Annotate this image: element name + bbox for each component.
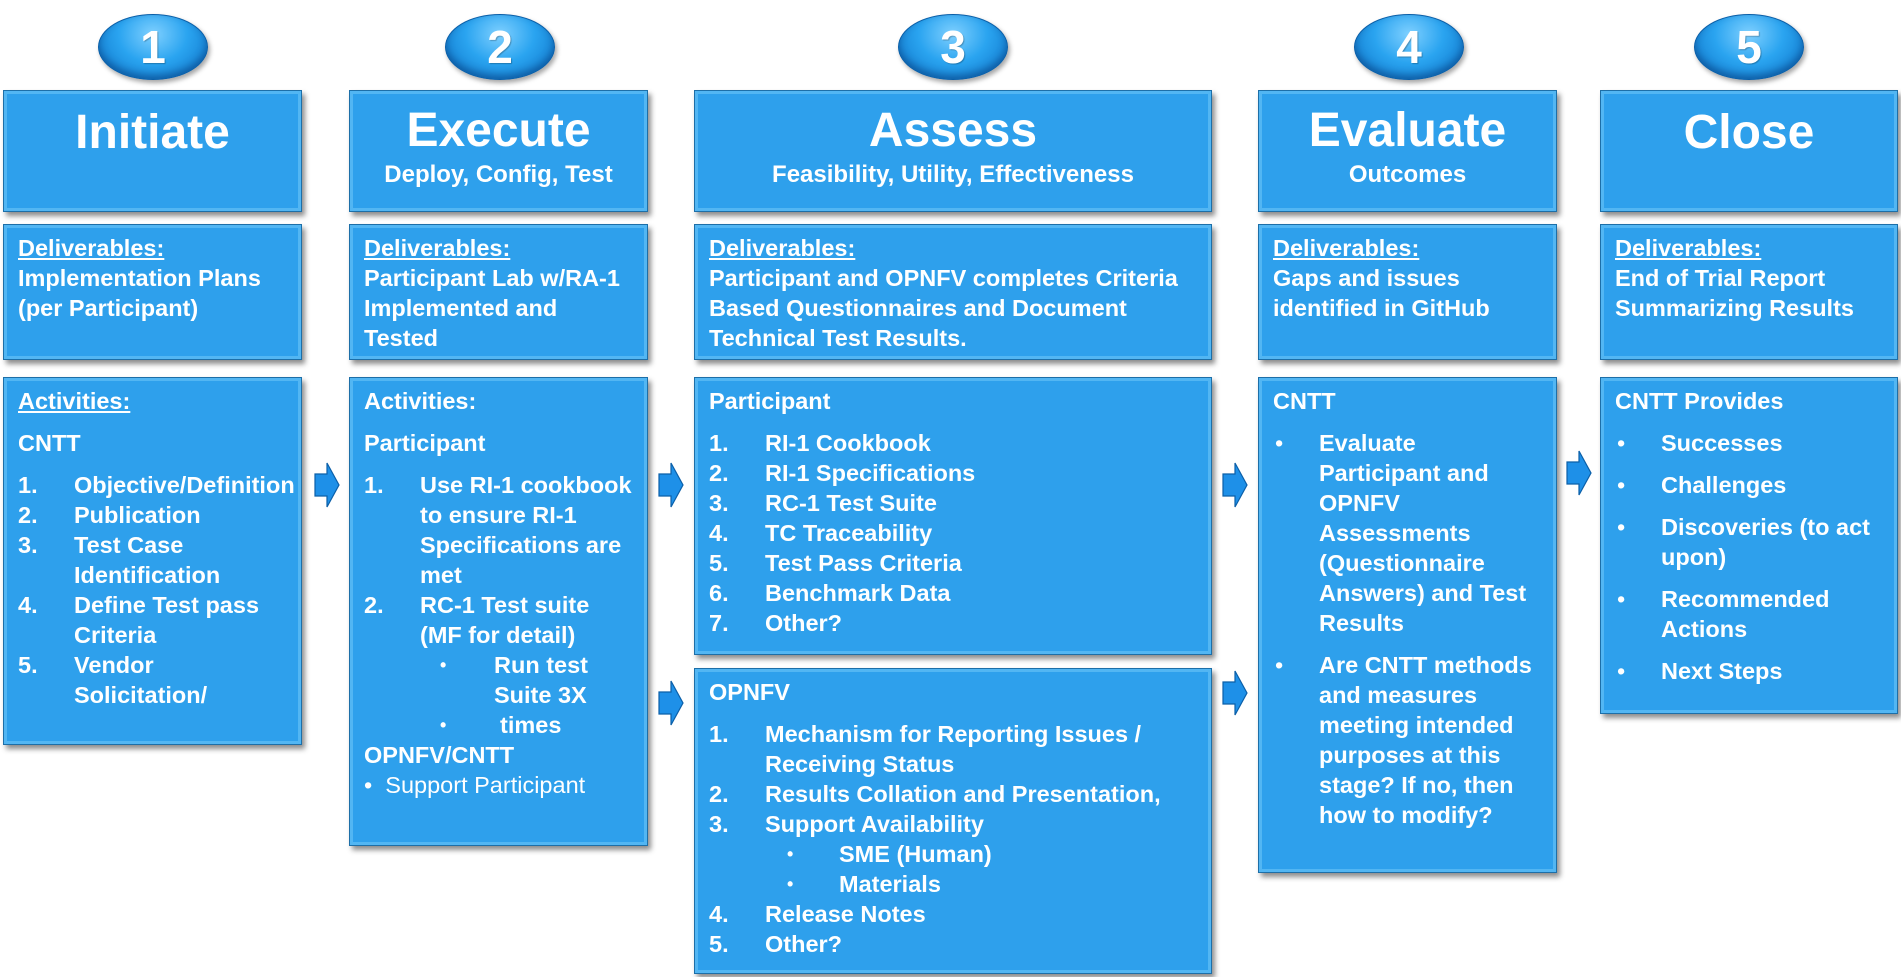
execute-title: Execute	[406, 104, 591, 157]
deliverables-text: End of Trial Report Summarizing Results	[1615, 265, 1854, 321]
list-item: •Recommended Actions	[1617, 586, 1830, 642]
participant-header: Participant	[709, 388, 831, 414]
activities-group-2: OPNFV/CNTT	[364, 742, 515, 768]
deliverables-text: Participant Lab w/RA-1 Implemented and T…	[364, 265, 620, 351]
list-item: • Support Participant	[364, 772, 586, 798]
assess-title: Assess	[868, 104, 1038, 157]
list-item: 2.Publication	[18, 502, 201, 528]
list-item: 5.Other?	[709, 931, 843, 957]
list-item: •Successes	[1617, 430, 1783, 456]
deliverables-label: Deliverables:	[364, 235, 511, 261]
activities-label: Activities:	[364, 388, 477, 414]
activities-group: CNTT	[1273, 388, 1336, 414]
participant-list: 1.RI-1 Cookbook 2.RI-1 Specifications 3.…	[709, 428, 1197, 638]
list-item: •Evaluate Participant and OPNFV Assessme…	[1275, 430, 1527, 636]
initiate-deliverables: Deliverables: Implementation Plans (per …	[3, 224, 302, 360]
list-item: 3.Test Case Identification	[18, 532, 221, 588]
activities-group: CNTT	[18, 430, 81, 456]
list-item: 4.TC Traceability	[709, 520, 933, 546]
arrow-right-icon	[658, 680, 684, 726]
initiate-header: Initiate	[3, 90, 302, 212]
execute-activities: Activities: Participant 1.Use RI-1 cookb…	[349, 377, 648, 846]
step-5-badge: 5	[1694, 14, 1804, 80]
list-item: 1.RI-1 Cookbook	[709, 430, 931, 456]
close-deliverables: Deliverables: End of Trial Report Summar…	[1600, 224, 1898, 360]
arrow-right-icon	[314, 462, 340, 508]
list-item: •Materials	[787, 871, 941, 897]
step-4-badge: 4	[1354, 14, 1464, 80]
initiate-title: Initiate	[75, 106, 230, 159]
arrow-right-icon	[1222, 462, 1248, 508]
list-item: 5.Vendor Solicitation/	[18, 652, 208, 708]
close-bullet-list: •Successes •Challenges •Discoveries (to …	[1615, 428, 1883, 686]
arrow-right-icon	[1566, 450, 1592, 496]
evaluate-deliverables: Deliverables: Gaps and issues identified…	[1258, 224, 1557, 360]
assess-opnfv: OPNFV 1.Mechanism for Reporting Issues /…	[694, 668, 1212, 974]
list-item: 1.Objective/Definition	[18, 472, 295, 498]
deliverables-label: Deliverables:	[1273, 235, 1420, 261]
list-item: 1.Mechanism for Reporting Issues / Recei…	[709, 721, 1142, 777]
list-item: 2.RC-1 Test suite (MF for detail)	[364, 592, 590, 648]
list-item: •Discoveries (to act upon)	[1617, 514, 1870, 570]
close-title: Close	[1683, 106, 1815, 159]
evaluate-header: Evaluate Outcomes	[1258, 90, 1557, 212]
execute-header: Execute Deploy, Config, Test	[349, 90, 648, 212]
close-activities: CNTT Provides •Successes •Challenges •Di…	[1600, 377, 1898, 714]
execute-activity-list: 1.Use RI-1 cookbook to ensure RI-1 Speci…	[364, 470, 633, 650]
initiate-activity-list: 1.Objective/Definition 2.Publication 3.T…	[18, 470, 295, 710]
evaluate-subtitle: Outcomes	[1348, 161, 1467, 188]
assess-participant: Participant 1.RI-1 Cookbook 2.RI-1 Speci…	[694, 377, 1212, 655]
activities-group: Participant	[364, 430, 486, 456]
list-item: •Next Steps	[1617, 658, 1783, 684]
activities-group: CNTT Provides	[1615, 388, 1784, 414]
assess-subtitle: Feasibility, Utility, Effectiveness	[772, 161, 1134, 188]
deliverables-label: Deliverables:	[709, 235, 856, 261]
execute-deliverables: Deliverables: Participant Lab w/RA-1 Imp…	[349, 224, 648, 360]
list-item: 4.Define Test pass Criteria	[18, 592, 260, 648]
initiate-activities: Activities: CNTT 1.Objective/Definition …	[3, 377, 302, 745]
arrow-right-icon	[658, 462, 684, 508]
opnfv-list-cont: 4.Release Notes 5.Other?	[709, 899, 1197, 959]
list-item: 1.Use RI-1 cookbook to ensure RI-1 Speci…	[364, 472, 632, 588]
evaluate-bullet-list: •Evaluate Participant and OPNFV Assessme…	[1273, 428, 1542, 830]
arrow-right-icon	[1222, 670, 1248, 716]
list-item: 7.Other?	[709, 610, 843, 636]
list-item: 3.RC-1 Test Suite	[709, 490, 937, 516]
list-item: 2.Results Collation and Presentation,	[709, 781, 1161, 807]
deliverables-text: Participant and OPNFV completes Criteria…	[709, 265, 1178, 351]
list-item: •Challenges	[1617, 472, 1787, 498]
opnfv-list: 1.Mechanism for Reporting Issues / Recei…	[709, 719, 1197, 839]
list-item: 2.RI-1 Specifications	[709, 460, 976, 486]
list-item: 3.Support Availability	[709, 811, 984, 837]
close-header: Close	[1600, 90, 1898, 212]
list-item: •Run test Suite 3X	[440, 652, 588, 708]
deliverables-text: Implementation Plans (per Participant)	[18, 265, 261, 321]
list-item: •Are CNTT methods and measures meeting i…	[1275, 652, 1532, 828]
assess-deliverables: Deliverables: Participant and OPNFV comp…	[694, 224, 1212, 360]
list-item: 4.Release Notes	[709, 901, 926, 927]
step-3-badge: 3	[898, 14, 1008, 80]
opnfv-sub-list: •SME (Human) •Materials	[709, 839, 1197, 899]
evaluate-title: Evaluate	[1308, 104, 1507, 157]
deliverables-text: Gaps and issues identified in GitHub	[1273, 265, 1490, 321]
step-2-badge: 2	[445, 14, 555, 80]
deliverables-label: Deliverables:	[1615, 235, 1762, 261]
activities-label: Activities:	[18, 388, 131, 414]
deliverables-label: Deliverables:	[18, 235, 165, 261]
list-item: 6.Benchmark Data	[709, 580, 951, 606]
list-item: 5.Test Pass Criteria	[709, 550, 962, 576]
execute-sub-list: •Run test Suite 3X •times	[364, 650, 633, 740]
opnfv-header: OPNFV	[709, 679, 790, 705]
assess-header: Assess Feasibility, Utility, Effectivene…	[694, 90, 1212, 212]
list-item: •SME (Human)	[787, 841, 992, 867]
step-1-badge: 1	[98, 14, 208, 80]
execute-subtitle: Deploy, Config, Test	[384, 161, 613, 188]
list-item: •times	[440, 712, 562, 738]
evaluate-activities: CNTT •Evaluate Participant and OPNFV Ass…	[1258, 377, 1557, 873]
